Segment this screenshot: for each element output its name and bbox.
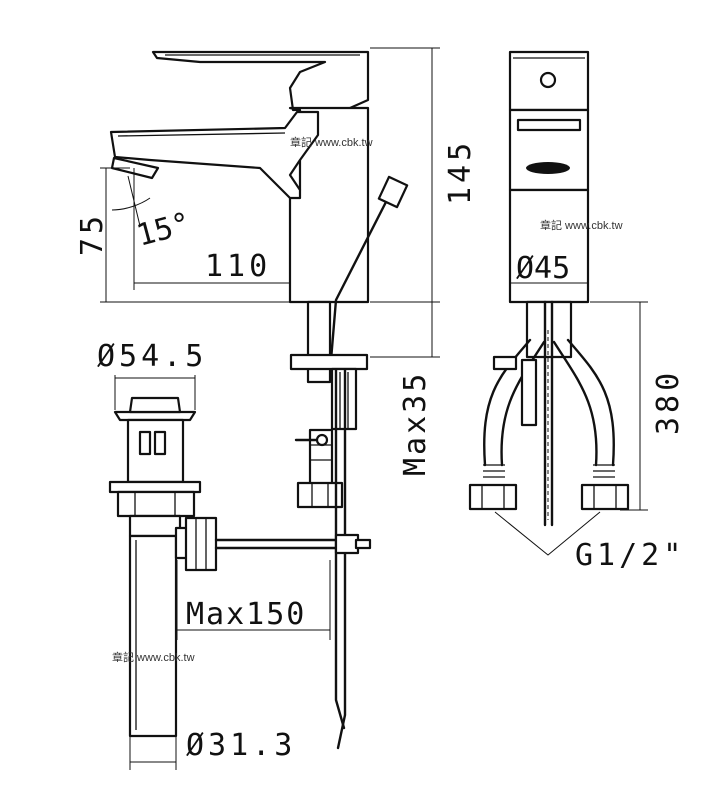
dim-spout-height: 75 xyxy=(75,212,110,256)
dim-drain-head-diameter: Ø54.5 xyxy=(97,339,207,374)
dim-drain-lever-reach: Max150 xyxy=(186,597,306,632)
popup-drain-view xyxy=(108,396,372,738)
dim-hose-length: 380 xyxy=(651,369,686,435)
watermark-top: 章記 www.cbk.tw xyxy=(290,135,373,149)
dim-spout-reach: 110 xyxy=(205,249,271,284)
faucet-side-view xyxy=(109,50,409,750)
watermark-bottom: 章記 www.cbk.tw xyxy=(112,650,195,664)
dim-body-diameter: Ø45 xyxy=(516,251,570,286)
watermark-right: 章記 www.cbk.tw xyxy=(540,218,623,232)
dim-overall-height: 145 xyxy=(443,139,478,205)
dimension-lines xyxy=(100,47,648,770)
dim-drain-pipe-diameter: Ø31.3 xyxy=(186,728,296,763)
dim-spout-angle: 15° xyxy=(133,206,194,254)
faucet-front-view xyxy=(468,50,630,527)
dim-connection-thread: G1/2" xyxy=(575,538,685,573)
dim-deck-thickness: Max35 xyxy=(398,371,433,476)
